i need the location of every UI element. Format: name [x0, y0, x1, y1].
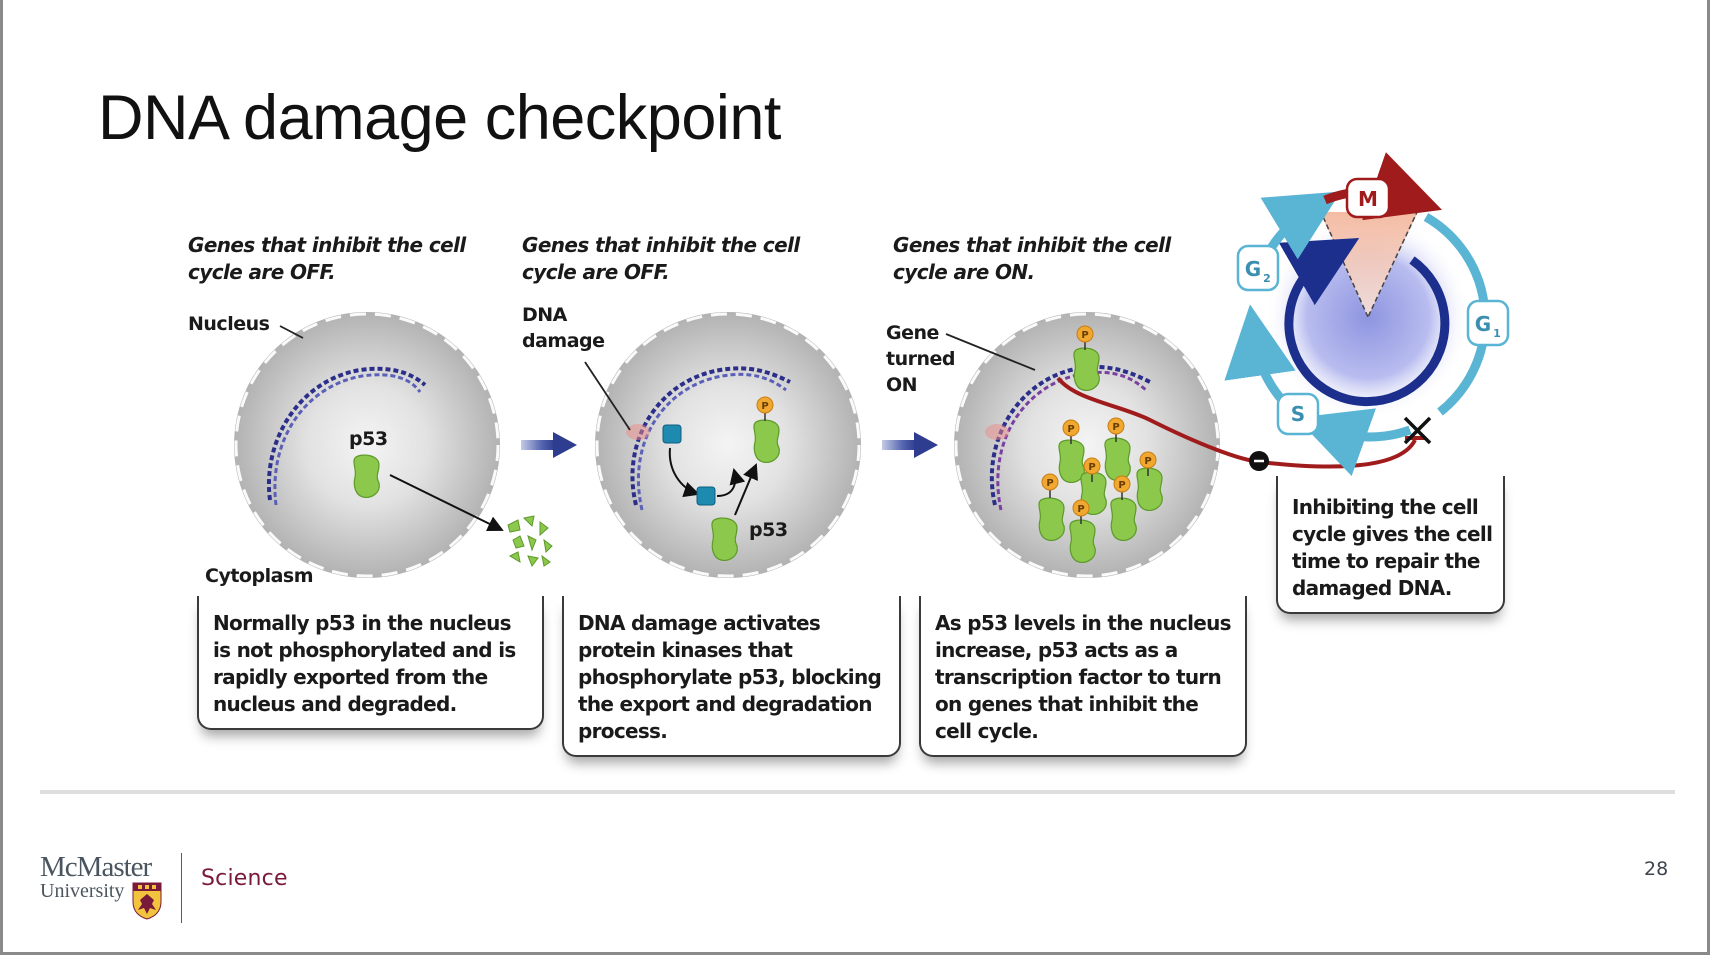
logo-wordmark: McMaster — [40, 851, 152, 883]
caption-box-1: Normally p53 in the nucleus is not phosp… — [197, 596, 544, 730]
export-arrow — [389, 474, 504, 532]
svg-text:1: 1 — [1493, 327, 1501, 340]
panel-1-header-line: Genes that inhibit the cell — [188, 233, 466, 257]
footer-separator — [181, 853, 182, 923]
bound-p53 — [1073, 347, 1100, 391]
caption-line: on genes that inhibit the — [935, 692, 1199, 716]
dna-helix-icon — [266, 366, 427, 501]
panel-3-header-line: Genes that inhibit the cell — [893, 233, 1171, 257]
p53-label: p53 — [349, 428, 388, 450]
caption-line: As p53 levels in the nucleus — [935, 611, 1232, 635]
gene-on-label-line: turned — [886, 348, 956, 370]
phosphorylation-arrow — [716, 468, 746, 497]
logo-subtitle: University — [40, 880, 125, 902]
caption-line: Inhibiting the cell — [1292, 495, 1479, 519]
university-crest-icon — [132, 882, 162, 920]
svg-text:2: 2 — [1263, 272, 1271, 285]
p53-label-2: p53 — [749, 519, 788, 541]
caption-line: increase, p53 acts as a — [935, 638, 1178, 662]
phosphorylated-p53 — [753, 419, 780, 463]
nucleus-label: Nucleus — [188, 313, 270, 335]
faculty-label: Science — [201, 866, 288, 891]
nucleus-pointer — [279, 325, 304, 339]
panel-2-header-line: Genes that inhibit the cell — [522, 233, 800, 257]
caption-line: the export and degradation — [578, 692, 873, 716]
svg-text:S: S — [1291, 402, 1305, 426]
svg-text:G: G — [1475, 312, 1491, 336]
caption-line: cycle gives the cell — [1292, 522, 1493, 546]
phase-m-badge: M — [1345, 177, 1391, 219]
caption-box-3: As p53 levels in the nucleus increase, p… — [919, 596, 1247, 757]
dna-checkpoint-diagram: P — [234, 152, 1510, 578]
mcmaster-logo: McMaster University — [40, 852, 170, 922]
panel-2-header-line: cycle are OFF. — [522, 260, 670, 284]
dna-damage-label: DNA damage — [522, 302, 605, 354]
gene-on-label-line: ON — [886, 374, 918, 396]
caption-line: DNA damage activates — [578, 611, 821, 635]
caption-line: nucleus and degraded. — [213, 692, 457, 716]
caption-box-2: DNA damage activates protein kinases tha… — [562, 596, 901, 757]
gene-on-pointer — [945, 333, 1036, 371]
slide-title: DNA damage checkpoint — [98, 83, 781, 153]
dna-damage-label-line: DNA — [522, 304, 567, 326]
caption-line: time to repair the — [1292, 549, 1480, 573]
gene-turned-on-label: Gene turned ON — [886, 320, 956, 398]
p53-protein — [353, 454, 380, 498]
nucleus-3 — [954, 312, 1220, 578]
panel-1-header: Genes that inhibit the cell cycle are OF… — [188, 232, 466, 286]
phase-g2-badge: G 2 — [1236, 244, 1280, 292]
flow-arrow-2 — [882, 432, 938, 458]
p53-conversion-arrow — [734, 463, 758, 516]
caption-line: is not phosphorylated and is — [213, 638, 516, 662]
nucleus-2 — [595, 312, 861, 578]
svg-text:G: G — [1245, 257, 1261, 281]
caption-line: rapidly exported from the — [213, 665, 488, 689]
dna-damage-label-line: damage — [522, 330, 605, 352]
nucleus-1 — [234, 312, 500, 578]
gene-on-label-line: Gene — [886, 322, 939, 344]
footer-divider — [40, 790, 1675, 794]
flow-arrow-1 — [521, 432, 577, 458]
caption-line: Normally p53 in the nucleus — [213, 611, 512, 635]
phase-g1-badge: G 1 — [1466, 299, 1510, 347]
kinase-activation-arrow — [668, 447, 700, 498]
dna-damage-pointer — [584, 361, 631, 431]
caption-line: protein kinases that — [578, 638, 793, 662]
panel-3-header: Genes that inhibit the cell cycle are ON… — [893, 232, 1171, 286]
caption-line: phosphorylate p53, blocking — [578, 665, 882, 689]
degraded-p53-fragments-icon — [507, 515, 553, 568]
panel-2-header: Genes that inhibit the cell cycle are OF… — [522, 232, 800, 286]
caption-box-cell-cycle: Inhibiting the cell cycle gives the cell… — [1276, 476, 1505, 614]
kinase — [696, 486, 716, 506]
page-number: 28 — [1644, 858, 1669, 880]
phase-s-badge: S — [1276, 392, 1320, 436]
caption-line: transcription factor to turn — [935, 665, 1222, 689]
panel-1-header-line: cycle are OFF. — [188, 260, 336, 284]
caption-line: damaged DNA. — [1292, 576, 1452, 600]
kinase-active — [662, 424, 682, 444]
panel-3-header-line: cycle are ON. — [893, 260, 1035, 284]
p53-protein — [711, 517, 738, 561]
svg-text:M: M — [1358, 187, 1378, 211]
caption-line: cell cycle. — [935, 719, 1039, 743]
cytoplasm-label: Cytoplasm — [205, 565, 314, 587]
caption-line: process. — [578, 719, 668, 743]
